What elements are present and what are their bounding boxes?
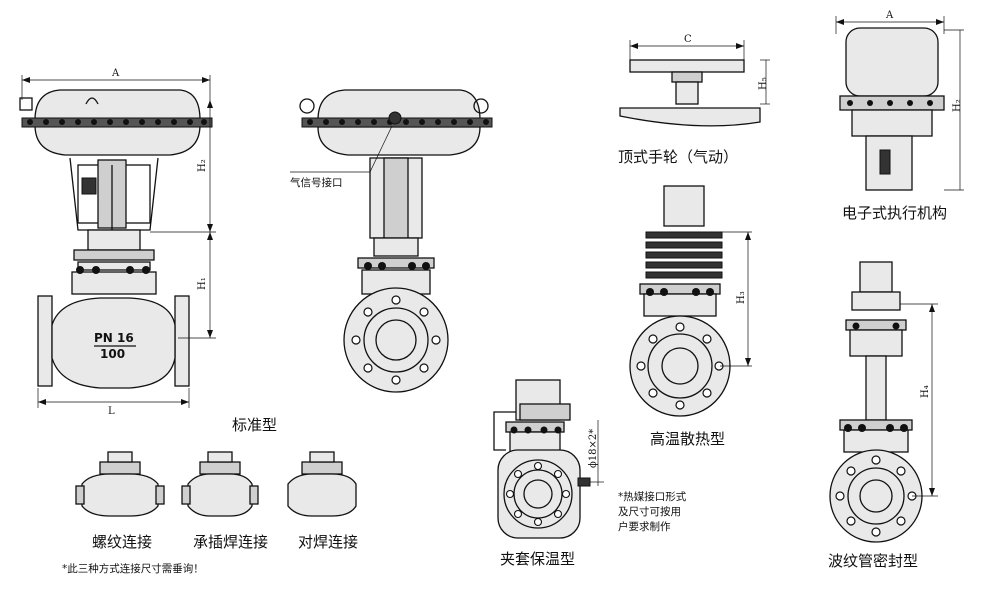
electronic-actuator: A H₂	[835, 10, 964, 191]
note-heat-line1: *热媒接口形式	[618, 490, 687, 503]
caption-standard: 标准型	[232, 416, 277, 434]
caption-electronic: 电子式执行机构	[842, 204, 947, 222]
thread-connection-icon	[75, 451, 165, 517]
note-heat-line2: 及尺寸可按用	[618, 505, 681, 518]
dim-h2: H₂	[197, 159, 208, 172]
standard-valve-front-view: A PN 16 100	[19, 68, 216, 417]
socket-weld-connection-icon	[181, 451, 259, 517]
caption-thread: 螺纹连接	[92, 533, 152, 551]
dim-phi: ϕ18×2*	[588, 429, 599, 468]
high-temp-valve: H₃	[629, 185, 752, 417]
dim-h1: H₁	[197, 277, 208, 290]
pn-rating-bottom: 100	[100, 347, 125, 361]
dim-h4: H₄	[920, 385, 931, 398]
dim-h2-electronic: H₂	[952, 99, 963, 112]
air-port-label: 气信号接口	[290, 176, 343, 189]
caption-top-handwheel: 顶式手轮（气动）	[618, 148, 738, 166]
jacket-valve: ϕ18×2*	[493, 379, 604, 539]
dim-a-electronic: A	[885, 10, 894, 21]
standard-valve-side-view: 气信号接口	[290, 89, 493, 393]
bellows-valve: H₄	[829, 261, 938, 543]
caption-high-temp: 高温散热型	[650, 430, 725, 448]
caption-bellows: 波纹管密封型	[828, 552, 918, 570]
dim-a: A	[111, 68, 120, 79]
caption-socket-weld: 承插焊连接	[193, 533, 268, 551]
note-heat-line3: 户要求制作	[618, 520, 671, 533]
note-three-connections: *此三种方式连接尺寸需垂询！	[62, 562, 204, 575]
dim-h3: H₃	[736, 291, 747, 304]
dim-c: C	[684, 34, 692, 45]
dim-h5: H₅	[758, 77, 769, 90]
pn-rating-top: PN 16	[94, 331, 134, 345]
top-handwheel: C H₅	[619, 34, 770, 127]
caption-jacket: 夹套保温型	[500, 550, 575, 568]
butt-weld-connection-icon	[287, 451, 357, 517]
dim-l: L	[108, 406, 115, 417]
caption-butt-weld: 对焊连接	[298, 533, 358, 551]
